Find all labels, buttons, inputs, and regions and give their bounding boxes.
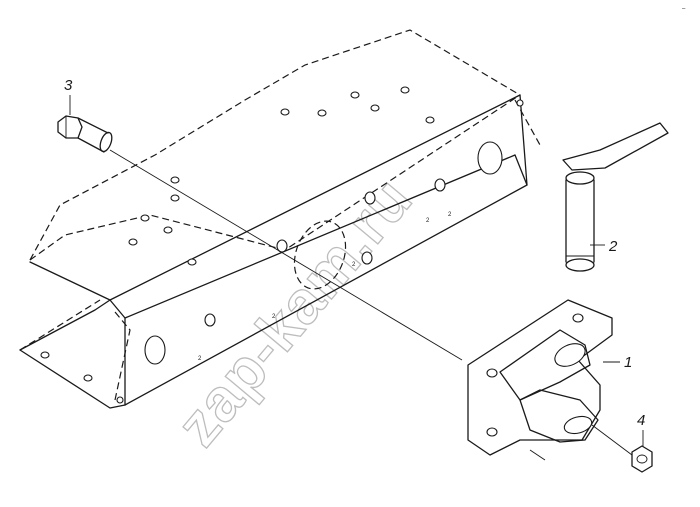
nut-body: [631, 445, 653, 473]
bolt-end: [99, 131, 113, 153]
hook-bolt-hole-1: [486, 368, 498, 378]
pin-shaft: [565, 179, 595, 263]
bracket-lower-flange: [19, 349, 126, 409]
pin-bottom: [565, 258, 595, 272]
hook-body: [499, 329, 591, 401]
hook-jaw: [519, 389, 599, 443]
bracket-dashed-foot: [19, 299, 101, 351]
bracket-dashed-lower: [114, 311, 131, 401]
hole-mark-5: 2: [448, 212, 452, 218]
callout-label-1: 1: [624, 354, 632, 371]
callout-label-3: 3: [64, 77, 73, 94]
bracket-web-holes: [40, 99, 524, 404]
hook-lower-eye: [563, 415, 593, 435]
hole-mark-1: 2: [198, 356, 202, 362]
bracket-top-holes: [128, 86, 435, 266]
pin-handle: [562, 122, 669, 171]
corner-mark: –: [682, 6, 686, 12]
callout-3: 3: [64, 77, 73, 115]
bracket-dashed-edge: [29, 94, 521, 261]
callout-2: 2: [590, 238, 618, 255]
hook-bolt-hole-3: [486, 427, 498, 437]
bracket-dashed-opening: [293, 220, 347, 290]
callout-1: 1: [603, 354, 632, 371]
callout-label-4: 4: [637, 412, 645, 429]
bracket-lower-flange-edge: [19, 299, 111, 351]
hook-bolt-hole-2: [572, 313, 584, 323]
hole-mark-2: 2: [272, 314, 276, 320]
hook-part-1: [467, 299, 613, 461]
assembly-axis-nut: [591, 424, 633, 456]
hole-mark-4: 2: [426, 218, 430, 224]
assembly-axis-bolt: [109, 149, 463, 361]
bracket-top-edge: [29, 94, 521, 301]
pin-top: [565, 171, 595, 185]
bolt-head: [57, 115, 83, 139]
bolt-part-3: [57, 115, 113, 153]
bracket-web-bottom: [124, 184, 528, 406]
nut-hole: [636, 454, 648, 464]
bracket-dashed-end: [514, 99, 541, 146]
hook-flange-plate: [467, 299, 613, 456]
hole-mark-3: 2: [352, 262, 356, 268]
bolt-shank: [77, 117, 109, 153]
bracket-dashed-outline: [29, 29, 521, 261]
pin-part-2: [562, 122, 669, 272]
bracket-end-edge: [514, 94, 528, 186]
callout-label-2: 2: [608, 238, 618, 255]
hook-upper-eye: [554, 343, 586, 367]
nut-part-4: [631, 445, 653, 473]
frame-bracket: 2 2 2 2 2: [19, 29, 541, 409]
callout-4: 4: [637, 412, 645, 447]
